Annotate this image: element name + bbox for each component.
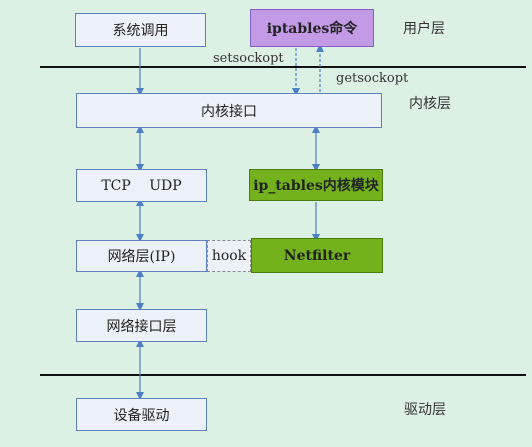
iptables-command-label: iptables命令 xyxy=(266,21,358,37)
hook-box: hook xyxy=(207,240,251,272)
netfilter-label: Netfilter xyxy=(283,247,351,264)
kernel-layer-label: 内核层 xyxy=(409,96,451,112)
kernel-interface-label: 内核接口 xyxy=(201,103,257,120)
user-layer-label: 用户层 xyxy=(403,21,445,37)
device-driver-label: 设备驱动 xyxy=(113,407,170,424)
setsockopt-label: setsockopt xyxy=(213,51,284,66)
network-layer-box: 网络层(IP) xyxy=(76,240,207,272)
tcp-udp-label: TCP UDP xyxy=(101,177,182,194)
syscall-label: 系统调用 xyxy=(112,23,169,39)
network-layer-label: 网络层(IP) xyxy=(107,249,176,265)
syscall-box: 系统调用 xyxy=(75,13,206,47)
ip-tables-module-box: ip_tables内核模块 xyxy=(249,169,383,201)
tcp-udp-box: TCP UDP xyxy=(76,169,207,202)
driver-layer-label: 驱动层 xyxy=(404,402,446,418)
getsockopt-label: getsockopt xyxy=(336,71,409,86)
network-interface-layer-box: 网络接口层 xyxy=(76,309,207,342)
hook-label: hook xyxy=(211,248,247,264)
netfilter-box: Netfilter xyxy=(251,238,383,273)
network-interface-layer-label: 网络接口层 xyxy=(106,318,177,335)
ip-tables-module-label: ip_tables内核模块 xyxy=(253,178,379,194)
iptables-command-box: iptables命令 xyxy=(250,9,374,47)
kernel-interface-box: 内核接口 xyxy=(76,93,382,128)
device-driver-box: 设备驱动 xyxy=(76,398,207,431)
